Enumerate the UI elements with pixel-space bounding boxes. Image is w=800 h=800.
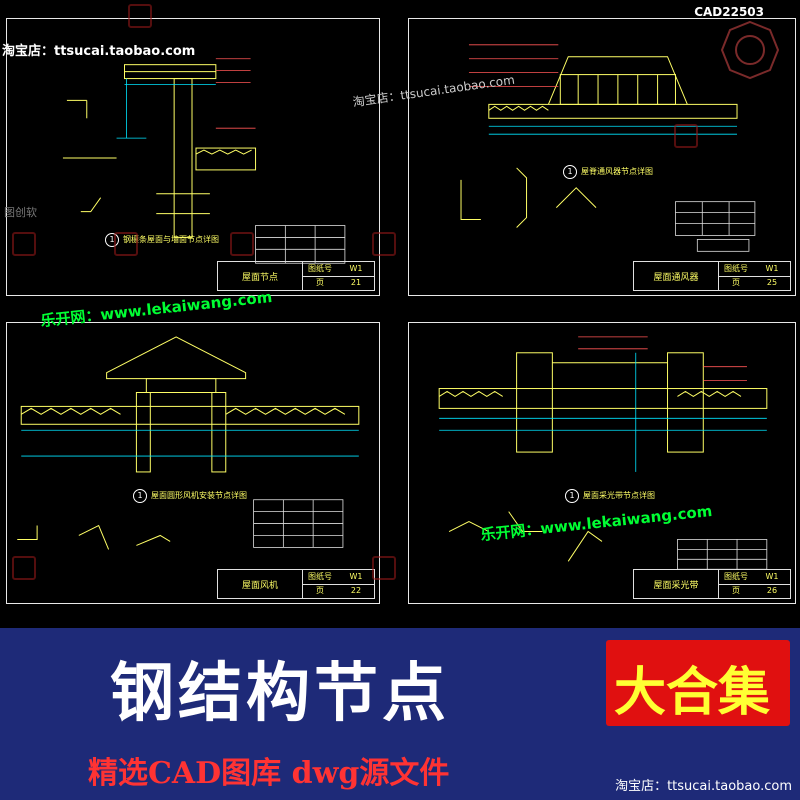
page-label: 页: [732, 278, 740, 287]
brand-logo-icon: [230, 232, 254, 256]
collection-badge: [606, 640, 790, 726]
ornament-icon: [720, 20, 780, 80]
sheet-no-label: 图纸号: [724, 264, 748, 273]
page-number: 25: [766, 278, 778, 287]
brand-logo-icon: [128, 4, 152, 28]
title-block-3: 屋面风机 图纸号 W1 页 22: [217, 569, 375, 599]
page-label: 页: [732, 586, 740, 595]
detail-number-circle: 1: [105, 233, 119, 247]
shop-watermark: 淘宝店：ttsucai.taobao.com: [2, 44, 196, 59]
title-block-2: 屋面通风器 图纸号 W1 页 25: [633, 261, 791, 291]
page-label: 页: [316, 586, 324, 595]
brand-logo-icon: [114, 232, 138, 256]
sheet-name: 屋面风机: [218, 570, 303, 598]
page-number: 26: [766, 586, 778, 595]
sheet-no: W1: [765, 264, 779, 273]
product-code: CAD22503: [694, 5, 764, 19]
brand-logo-icon: [372, 232, 396, 256]
brand-logo-icon: [674, 124, 698, 148]
drawing-1: [62, 58, 346, 264]
banner-title: 钢结构节点: [110, 657, 450, 731]
sheet-name: 屋面通风器: [634, 262, 719, 290]
sheet-name: 屋面采光带: [634, 570, 719, 598]
detail-number-circle: 1: [563, 165, 577, 179]
sheet-no-label: 图纸号: [308, 264, 332, 273]
sheet-no-label: 图纸号: [724, 572, 748, 581]
drawing-3: [17, 336, 360, 550]
sheet-name: 屋面节点: [218, 262, 303, 290]
title-block-4: 屋面采光带 图纸号 W1 页 26: [633, 569, 791, 599]
faint-watermark: 图创软: [4, 206, 37, 219]
shop-watermark-bottom: 淘宝店：ttsucai.taobao.com: [615, 779, 792, 794]
drawing-4: [438, 336, 768, 570]
badge-text: 大合集: [614, 663, 771, 723]
sheet-no-label: 图纸号: [308, 572, 332, 581]
detail-number-circle: 1: [133, 489, 147, 503]
title-block-1: 屋面节点 图纸号 W1 页 21: [217, 261, 375, 291]
page-number: 22: [350, 586, 362, 595]
sheet-no: W1: [349, 264, 363, 273]
brand-logo-icon: [12, 556, 36, 580]
detail-number-circle: 1: [565, 489, 579, 503]
brand-logo-icon: [372, 556, 396, 580]
page-label: 页: [316, 278, 324, 287]
sheet-no: W1: [349, 572, 363, 581]
banner-subtitle: 精选CAD图库 dwg源文件: [88, 756, 450, 791]
sheet-no: W1: [765, 572, 779, 581]
page-number: 21: [350, 278, 362, 287]
brand-logo-icon: [12, 232, 36, 256]
